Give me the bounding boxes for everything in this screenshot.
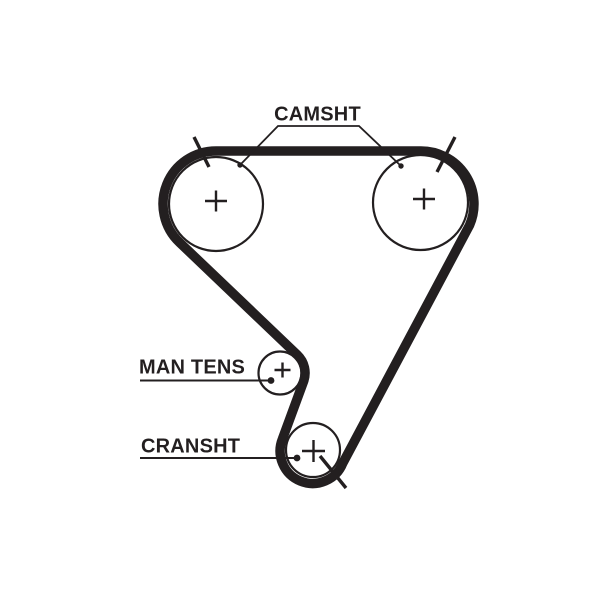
- center-mark-icon: [302, 440, 325, 462]
- timing-belt-path: [158, 146, 479, 489]
- leader-end-dot-icon: [267, 377, 275, 384]
- crankshaft-label: CRANSHT: [141, 436, 240, 458]
- timing-mark-icon: [318, 454, 348, 490]
- center-mark-icon: [274, 362, 291, 378]
- camshaft-pulley-right: [371, 153, 470, 252]
- timing-mark-icon: [192, 136, 211, 168]
- camshaft-label-bracket: [239, 125, 402, 167]
- crankshaft-pulley: [284, 421, 342, 479]
- camshaft-label: CAMSHT: [274, 104, 361, 126]
- center-mark-icon: [205, 190, 227, 212]
- center-mark-icon: [413, 188, 435, 210]
- tensioner-pulley: [257, 350, 303, 396]
- leader-end-dot-icon: [398, 163, 404, 169]
- timing-mark-icon: [435, 136, 457, 173]
- leader-end-dot-icon: [237, 162, 243, 168]
- manual-tensioner-label: MAN TENS: [139, 357, 245, 379]
- camshaft-pulley-left: [167, 155, 265, 253]
- leader-end-dot-icon: [293, 454, 301, 462]
